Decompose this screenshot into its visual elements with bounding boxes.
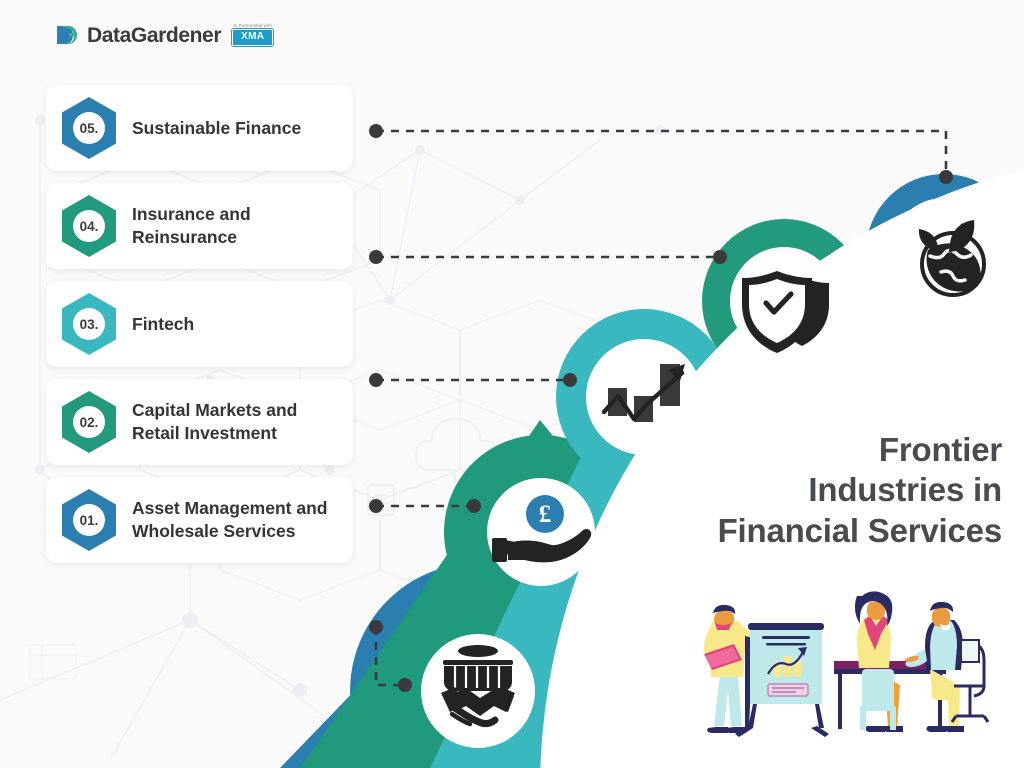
title-line-3: Financial Services: [717, 511, 1003, 549]
globe-leaf-icon: [918, 220, 986, 297]
hex-number-04: 04.: [79, 218, 99, 234]
connector-01: [374, 627, 404, 687]
flipchart: [735, 623, 829, 737]
industry-card-04[interactable]: 04. Insurance and Reinsurance: [46, 183, 353, 269]
partner-name: XMA: [232, 29, 274, 47]
hex-number-03: 03.: [79, 316, 99, 332]
hex-badge-04: 04.: [60, 194, 118, 258]
title-line-2: Industries in: [808, 471, 1002, 509]
laptop-on-table: [960, 639, 980, 663]
industry-label-04: Insurance and Reinsurance: [132, 204, 251, 247]
brand-logo[interactable]: DataGardener In Partnership with XMA: [56, 23, 274, 47]
hex-number-05: 05.: [79, 120, 99, 136]
partner-kicker: In Partnership with: [233, 23, 272, 28]
industry-label-05: Sustainable Finance: [132, 117, 302, 138]
industry-card-01[interactable]: 01. Asset Management and Wholesale Servi…: [46, 477, 353, 563]
hex-badge-01: 01.: [60, 488, 118, 552]
business-meeting-illustration: [703, 591, 990, 737]
svg-text:£: £: [539, 501, 552, 528]
hex-number-01: 01.: [79, 512, 99, 528]
hex-number-02: 02.: [79, 414, 99, 430]
industry-card-02[interactable]: 02. Capital Markets and Retail Investmen…: [46, 379, 353, 465]
hex-badge-03: 03.: [60, 292, 118, 356]
presenter-figure: [703, 604, 768, 733]
connector-05: [376, 129, 948, 176]
partner-badge: In Partnership with XMA: [232, 23, 274, 47]
industry-label-03: Fintech: [132, 313, 195, 334]
hex-badge-05: 05.: [60, 96, 118, 160]
industry-label-01: Asset Management and Wholesale Services: [132, 498, 328, 541]
hex-badge-02: 02.: [60, 390, 118, 454]
handshake-dome-icon: [441, 645, 515, 728]
brand-name: DataGardener: [87, 23, 222, 47]
dg-monogram-icon: [57, 26, 77, 45]
industry-card-03[interactable]: 03. Fintech: [46, 281, 353, 367]
industry-card-list: 05. Sustainable Finance 04. Insurance an…: [46, 85, 353, 563]
page-title: Frontier Industries in Financial Service…: [717, 430, 1003, 551]
shield-check-icon: [742, 271, 829, 353]
title-line-1: Frontier: [878, 431, 1002, 468]
industry-label-02: Capital Markets and Retail Investment: [132, 400, 298, 443]
seated-man-figure: [904, 601, 964, 732]
industry-card-05[interactable]: 05. Sustainable Finance: [46, 85, 353, 171]
seated-woman-figure: [855, 591, 903, 732]
